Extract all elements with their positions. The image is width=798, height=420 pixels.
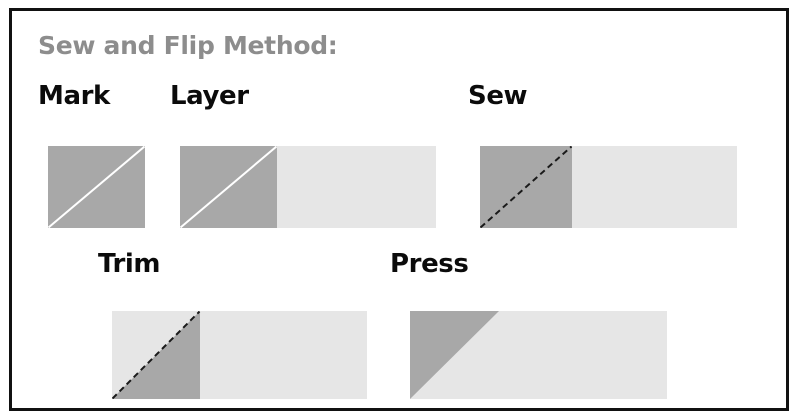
step-label-trim: Trim [98,249,161,279]
step-label-layer: Layer [170,81,249,111]
infographic-panel: Sew and Flip Method: Mark Layer Sew Trim [9,8,789,411]
layer-drawn-diagonal [180,146,278,228]
step-label-press: Press [390,249,469,279]
figure-layer [180,146,436,228]
figure-press [410,311,667,399]
page-title: Sew and Flip Method: [38,31,338,60]
trim-stitch-line [112,311,201,399]
figure-trim [112,311,367,399]
step-label-mark: Mark [38,81,110,111]
sew-stitch-line [480,146,573,228]
press-dark-triangle [410,311,499,399]
figure-sew [480,146,737,228]
mark-drawn-diagonal [48,146,145,228]
figure-mark [48,146,145,228]
step-label-sew: Sew [468,81,528,111]
